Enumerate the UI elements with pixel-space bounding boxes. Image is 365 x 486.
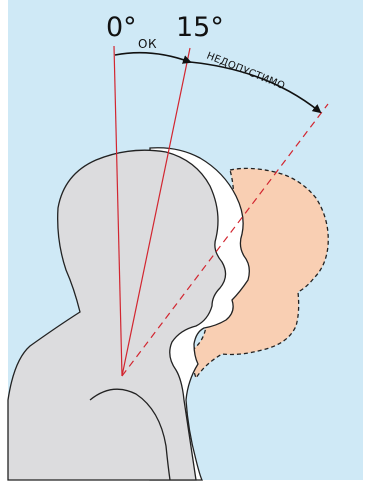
label-ok: ОК [138, 37, 157, 51]
label-15-degrees: 15° [176, 12, 224, 43]
label-0-degrees: 0° [106, 12, 137, 43]
